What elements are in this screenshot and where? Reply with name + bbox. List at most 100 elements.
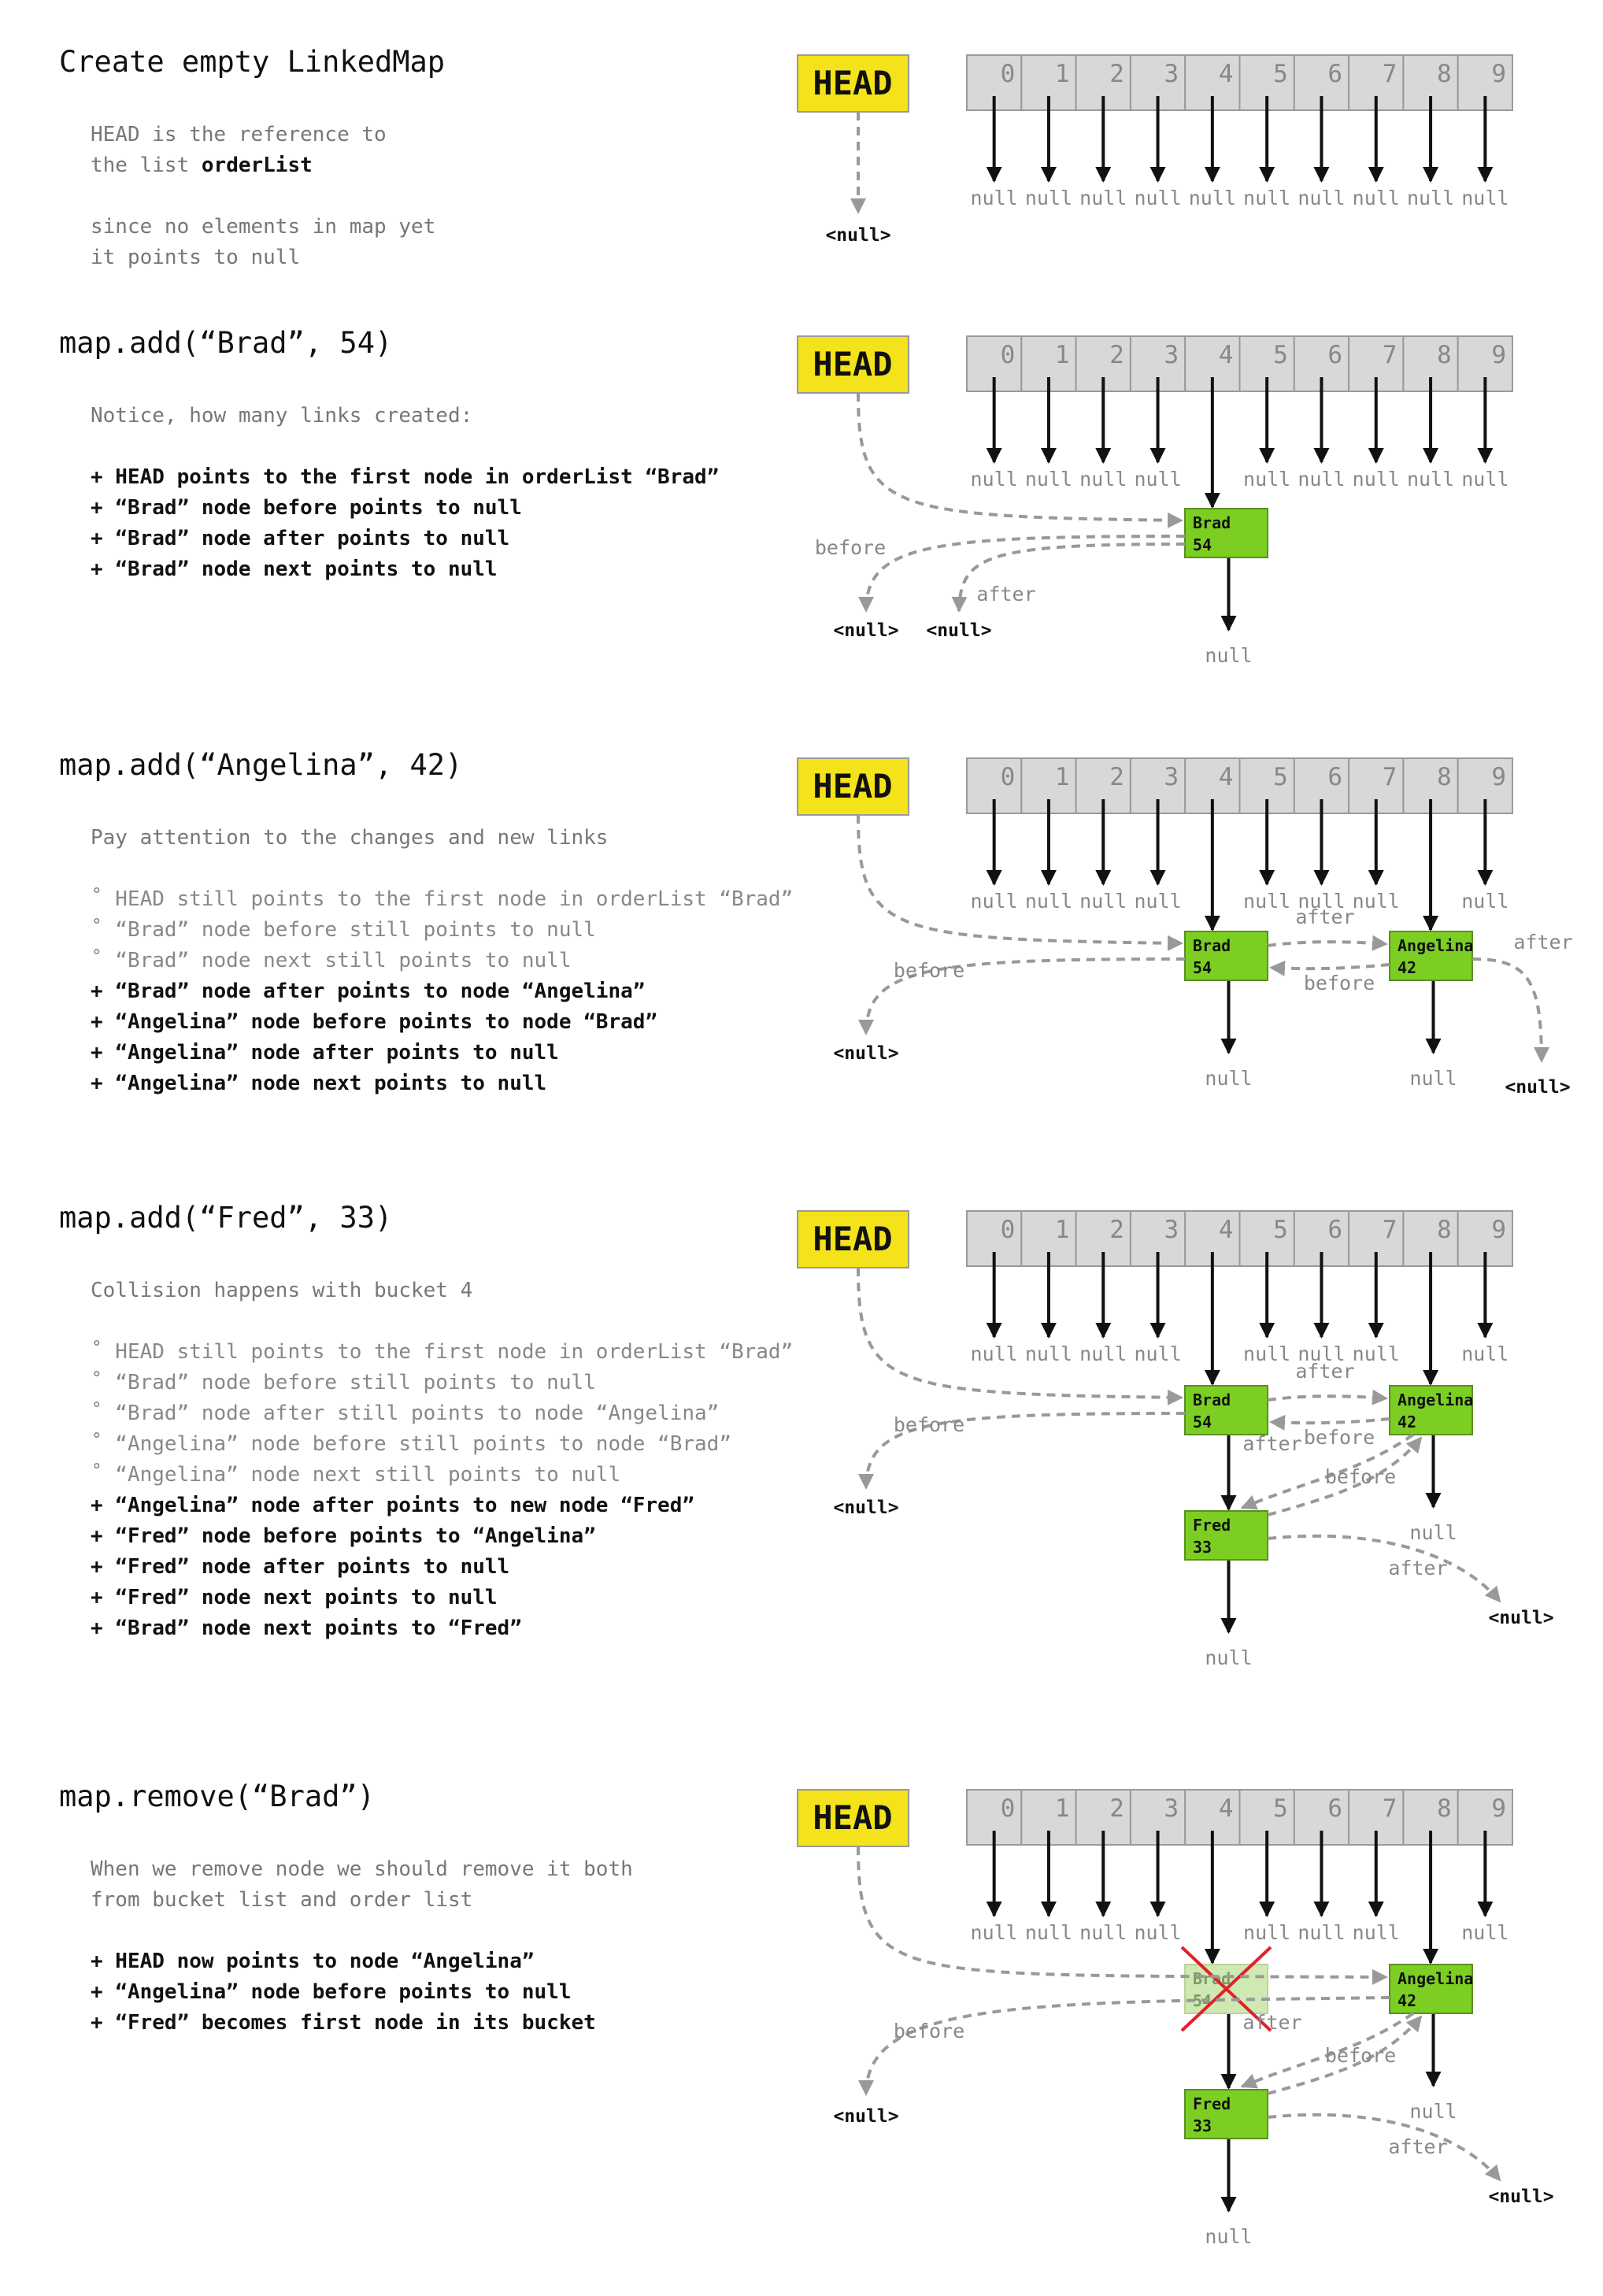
null-label: null	[1298, 1921, 1345, 1944]
description-line: Pay attention to the changes and new lin…	[91, 826, 608, 850]
change-line: + “Fred” becomes first node in its bucke…	[91, 2011, 596, 2035]
bucket-index: 0	[1001, 1216, 1016, 1244]
bucket-index: 9	[1491, 1794, 1506, 1823]
after-pointer-arrow	[1240, 1433, 1415, 1510]
description-line: from bucket list and order list	[91, 1888, 472, 1912]
node-value: 33	[1193, 1538, 1212, 1557]
unchanged-line: ˚ “Brad” node before still points to nul…	[91, 918, 596, 942]
null-label: null	[1461, 187, 1509, 209]
bucket-index: 7	[1383, 763, 1398, 791]
null-label: null	[1243, 1342, 1290, 1365]
bucket-index: 6	[1327, 1216, 1342, 1244]
change-line: + “Fred” node before points to “Angelina…	[91, 1524, 596, 1548]
panel-title: map.add(“Angelina”, 42)	[59, 748, 462, 782]
bucket-index: 4	[1219, 60, 1234, 88]
bucket-index: 3	[1164, 763, 1179, 791]
null-label: null	[1189, 187, 1236, 209]
node-value: 42	[1398, 958, 1416, 977]
bucket-index: 5	[1273, 60, 1288, 88]
null-label: null	[1025, 187, 1072, 209]
null-ref-label: <null>	[833, 2106, 898, 2127]
unchanged-line: ˚ “Brad” node before still points to nul…	[91, 1371, 596, 1394]
change-line: + “Fred” node after points to null	[91, 1555, 509, 1579]
node-value: 42	[1398, 1413, 1416, 1431]
bucket-index: 1	[1055, 1216, 1070, 1244]
null-label: null	[1353, 1342, 1400, 1365]
null-label: null	[1079, 890, 1127, 913]
null-ref-label: <null>	[825, 225, 890, 246]
node-value: 42	[1398, 1991, 1416, 2010]
panel-title: map.add(“Brad”, 54)	[59, 326, 392, 360]
bucket-index: 2	[1109, 763, 1124, 791]
null-label: null	[1353, 187, 1400, 209]
unchanged-line: ˚ “Brad” node after still points to node…	[91, 1402, 719, 1425]
null-label: null	[971, 1342, 1018, 1365]
null-label: null	[1243, 1921, 1290, 1944]
change-line: + “Angelina” node before points to null	[91, 1980, 571, 2004]
null-label: null	[1409, 1067, 1457, 1090]
change-line: + “Angelina” node before points to node …	[91, 1010, 657, 1034]
bucket-index: 4	[1219, 341, 1234, 369]
change-line: + “Brad” node after points to null	[91, 527, 509, 550]
node-key: Brad	[1193, 1391, 1231, 1409]
bucket-index: 9	[1491, 763, 1506, 791]
after-pointer-arrow	[1267, 935, 1388, 951]
null-ref-label: <null>	[926, 620, 991, 641]
head-pointer-arrow	[857, 392, 1183, 528]
null-label: null	[1025, 468, 1072, 491]
node-value: 54	[1193, 958, 1212, 977]
bucket-index: 8	[1437, 763, 1452, 791]
before-pointer-arrow	[858, 1412, 1186, 1490]
node-key: Angelina	[1398, 936, 1473, 955]
bucket-index: 1	[1055, 1794, 1070, 1823]
head-box	[797, 54, 909, 113]
null-ref-label: <null>	[1505, 1077, 1570, 1098]
null-label: null	[1134, 468, 1181, 491]
node-value: 33	[1193, 2116, 1212, 2135]
before-pointer-arrow	[858, 535, 1186, 613]
bucket-index: 3	[1164, 1794, 1179, 1823]
before-pointer-arrow	[1269, 960, 1390, 976]
bucket-index: 0	[1001, 341, 1016, 369]
null-label: null	[1298, 1342, 1345, 1365]
null-label: null	[971, 468, 1018, 491]
unchanged-line: ˚ “Angelina” node next still points to n…	[91, 1463, 620, 1487]
node-key: Fred	[1193, 1516, 1231, 1535]
bucket-index: 9	[1491, 60, 1506, 88]
head-label: HEAD	[813, 1798, 892, 1837]
change-line: + “Angelina” node after points to null	[91, 1041, 559, 1065]
bucket-index: 3	[1164, 60, 1179, 88]
null-label: null	[1243, 468, 1290, 491]
null-label: null	[1243, 187, 1290, 209]
null-label: null	[1409, 2100, 1457, 2123]
change-line: + “Brad” node after points to node “Ange…	[91, 980, 645, 1003]
bucket-index: 0	[1001, 763, 1016, 791]
after-label: after	[1242, 2011, 1301, 2034]
change-line: + “Brad” node next points to null	[91, 557, 498, 581]
null-label: null	[1025, 890, 1072, 913]
null-ref-label: <null>	[833, 620, 898, 641]
after-label: after	[1388, 1557, 1447, 1579]
after-label: after	[1513, 931, 1572, 954]
change-line: + “Brad” node next points to “Fred”	[91, 1616, 522, 1640]
null-ref-label: <null>	[833, 1498, 898, 1518]
panel-2: map.add(“Brad”, 54)Notice, how many link…	[59, 326, 1513, 667]
before-label: before	[815, 536, 886, 559]
node-angelina	[1389, 931, 1473, 981]
null-label: null	[1134, 1342, 1181, 1365]
null-label: null	[1025, 1921, 1072, 1944]
bucket-index: 6	[1327, 60, 1342, 88]
null-label: null	[971, 187, 1018, 209]
bucket-index: 8	[1437, 1794, 1452, 1823]
bucket-index: 1	[1055, 763, 1070, 791]
panel-3: map.add(“Angelina”, 42) Pay attention to …	[59, 748, 1573, 1098]
null-label: null	[1353, 1921, 1400, 1944]
before-pointer-arrow	[858, 957, 1186, 1035]
null-label: null	[1298, 890, 1345, 913]
change-line: + “Angelina” node next points to null	[91, 1072, 546, 1095]
null-label: null	[1205, 2225, 1252, 2248]
bucket-index: 8	[1437, 60, 1452, 88]
unchanged-line: ˚ HEAD still points to the first node in…	[91, 1340, 793, 1364]
change-line: + “Angelina” node after points to new no…	[91, 1494, 694, 1517]
